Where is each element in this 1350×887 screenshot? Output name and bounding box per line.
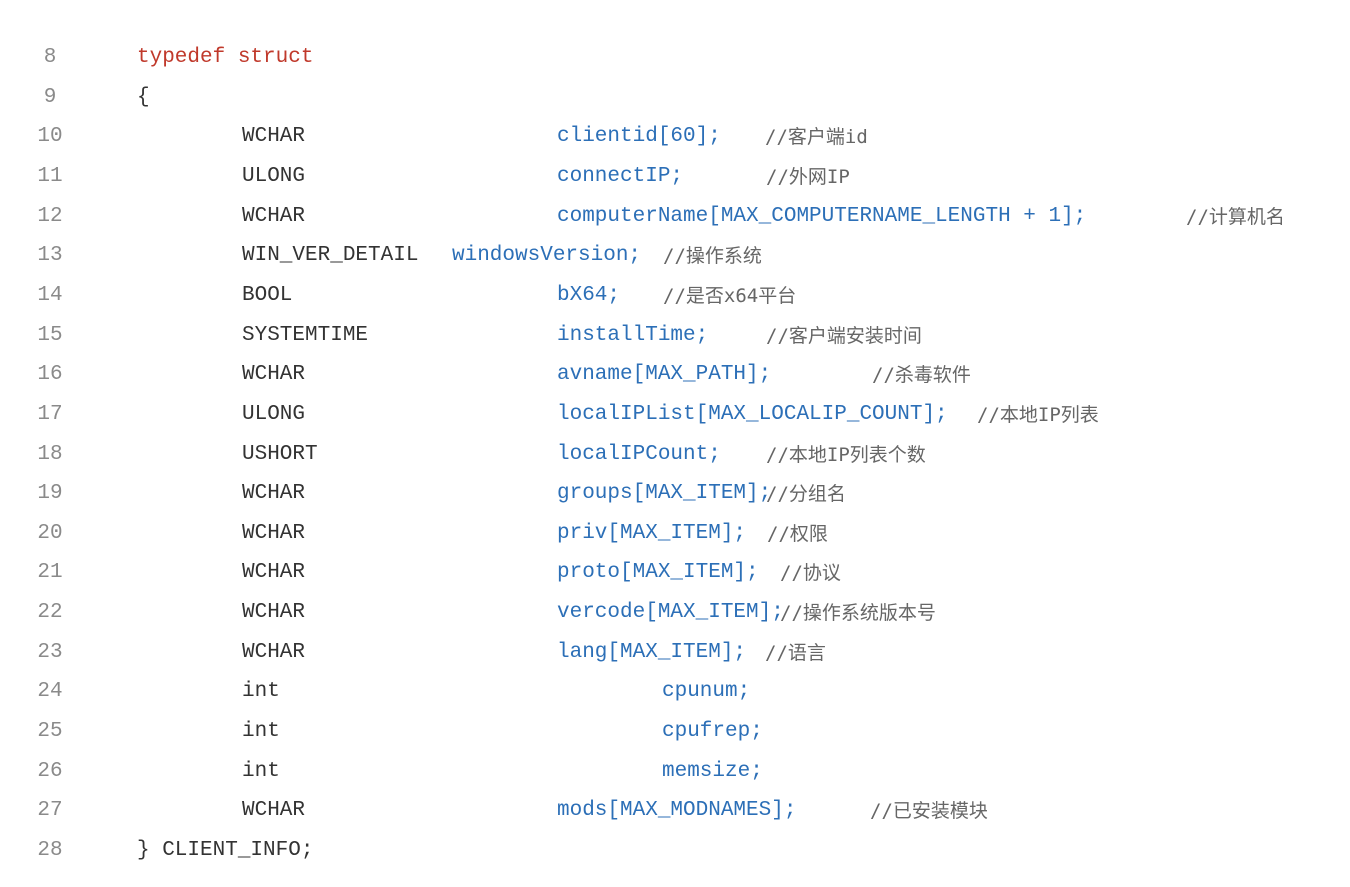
code-line: 16 WCHAR avname[MAX_PATH]; //杀毒软件: [0, 355, 1350, 395]
field-type: SYSTEMTIME: [242, 323, 369, 347]
field-type: WCHAR: [242, 601, 306, 625]
field-name: lang[MAX_ITEM];: [557, 640, 747, 664]
line-number: 28: [37, 839, 63, 862]
field-comment: //计算机名: [1186, 205, 1285, 228]
line-number: 19: [37, 482, 63, 506]
field-comment: //客户端安装时间: [766, 324, 922, 347]
field-type: WCHAR: [242, 561, 306, 585]
field-name: avname[MAX_PATH];: [557, 363, 772, 387]
code-line: 20 WCHAR priv[MAX_ITEM]; //权限: [0, 514, 1350, 554]
field-comment: //语言: [765, 641, 826, 664]
field-type: WCHAR: [242, 640, 306, 664]
field-name: computerName[MAX_COMPUTERNAME_LENGTH + 1…: [557, 204, 1087, 228]
open-brace: {: [137, 86, 150, 109]
code-line: 15 SYSTEMTIME installTime; //客户端安装时间: [0, 316, 1350, 356]
code-line: 27 WCHAR mods[MAX_MODNAMES]; //已安装模块: [0, 791, 1350, 831]
field-name: installTime;: [557, 323, 709, 347]
field-name: windowsVersion;: [452, 244, 642, 268]
field-type: WCHAR: [242, 482, 306, 506]
field-type: WIN_VER_DETAIL: [242, 244, 419, 268]
code-line: 25 int cpufrep;: [0, 712, 1350, 752]
field-name: proto[MAX_ITEM];: [557, 561, 759, 585]
field-type: USHORT: [242, 442, 318, 466]
field-name: groups[MAX_ITEM];: [557, 482, 772, 506]
line-number: 8: [43, 46, 57, 69]
field-type: int: [242, 759, 280, 783]
field-comment: //外网IP: [766, 165, 850, 188]
field-comment: //是否x64平台: [663, 284, 797, 307]
line-number: 25: [37, 720, 63, 744]
code-line: 13 WIN_VER_DETAIL windowsVersion; //操作系统: [0, 236, 1350, 276]
code-line: 9 {: [0, 78, 1350, 118]
field-name: priv[MAX_ITEM];: [557, 521, 747, 545]
keyword-typedef-struct: typedef struct: [137, 46, 314, 69]
field-name: vercode[MAX_ITEM];: [557, 601, 784, 625]
code-line: 14 BOOL bX64; //是否x64平台: [0, 276, 1350, 316]
field-name: connectIP;: [557, 164, 684, 188]
field-comment: //操作系统版本号: [780, 602, 936, 625]
field-comment: //客户端id: [765, 126, 868, 149]
field-type: WCHAR: [242, 799, 306, 823]
code-line: 24 int cpunum;: [0, 672, 1350, 712]
field-type: WCHAR: [242, 204, 306, 228]
code-line: 11 ULONG connectIP; //外网IP: [0, 157, 1350, 197]
code-line: 18 USHORT localIPCount; //本地IP列表个数: [0, 435, 1350, 475]
code-line: 22 WCHAR vercode[MAX_ITEM];//操作系统版本号: [0, 593, 1350, 633]
field-type: ULONG: [242, 402, 306, 426]
field-comment: //本地IP列表: [977, 403, 1099, 426]
field-comment: //杀毒软件: [872, 364, 971, 387]
line-number: 12: [37, 204, 63, 228]
code-line: 28 } CLIENT_INFO;: [0, 831, 1350, 871]
line-number: 13: [37, 244, 63, 268]
code-line: 23 WCHAR lang[MAX_ITEM]; //语言: [0, 633, 1350, 673]
line-number: 11: [37, 164, 63, 188]
field-type: ULONG: [242, 164, 306, 188]
field-name: bX64;: [557, 283, 621, 307]
field-comment: //协议: [780, 562, 841, 585]
field-name: memsize;: [662, 759, 763, 783]
line-number: 24: [37, 680, 63, 704]
field-type: BOOL: [242, 283, 293, 307]
line-number: 14: [37, 283, 63, 307]
field-type: WCHAR: [242, 125, 306, 149]
line-number: 10: [37, 125, 63, 149]
line-number: 21: [37, 561, 63, 585]
field-comment: //分组名: [766, 483, 846, 506]
line-number: 23: [37, 640, 63, 664]
line-number: 26: [37, 759, 63, 783]
code-line: 10 WCHAR clientid[60]; //客户端id: [0, 117, 1350, 157]
field-name: clientid[60];: [557, 125, 721, 149]
field-name: localIPCount;: [557, 442, 721, 466]
code-line: 8 typedef struct: [0, 38, 1350, 78]
field-name: cpufrep;: [662, 720, 763, 744]
line-number: 22: [37, 601, 63, 625]
line-number: 20: [37, 521, 63, 545]
line-number: 16: [37, 363, 63, 387]
code-line: 12 WCHAR computerName[MAX_COMPUTERNAME_L…: [0, 197, 1350, 237]
field-comment: //已安装模块: [870, 800, 988, 823]
line-number: 17: [37, 402, 63, 426]
code-line: 21 WCHAR proto[MAX_ITEM]; //协议: [0, 553, 1350, 593]
code-line: 17 ULONG localIPList[MAX_LOCALIP_COUNT];…: [0, 395, 1350, 435]
line-number: 15: [37, 323, 63, 347]
field-type: int: [242, 680, 280, 704]
field-name: mods[MAX_MODNAMES];: [557, 799, 797, 823]
line-number: 18: [37, 442, 63, 466]
struct-close: } CLIENT_INFO;: [137, 839, 314, 862]
code-line: 26 int memsize;: [0, 752, 1350, 792]
field-name: localIPList[MAX_LOCALIP_COUNT];: [557, 402, 948, 426]
field-name: cpunum;: [662, 680, 751, 704]
field-type: int: [242, 720, 280, 744]
field-comment: //操作系统: [663, 245, 762, 268]
code-line: 19 WCHAR groups[MAX_ITEM];//分组名: [0, 474, 1350, 514]
field-comment: //权限: [767, 522, 828, 545]
field-comment: //本地IP列表个数: [766, 443, 926, 466]
line-number: 9: [43, 86, 57, 109]
field-type: WCHAR: [242, 363, 306, 387]
line-number: 27: [37, 799, 63, 823]
field-type: WCHAR: [242, 521, 306, 545]
